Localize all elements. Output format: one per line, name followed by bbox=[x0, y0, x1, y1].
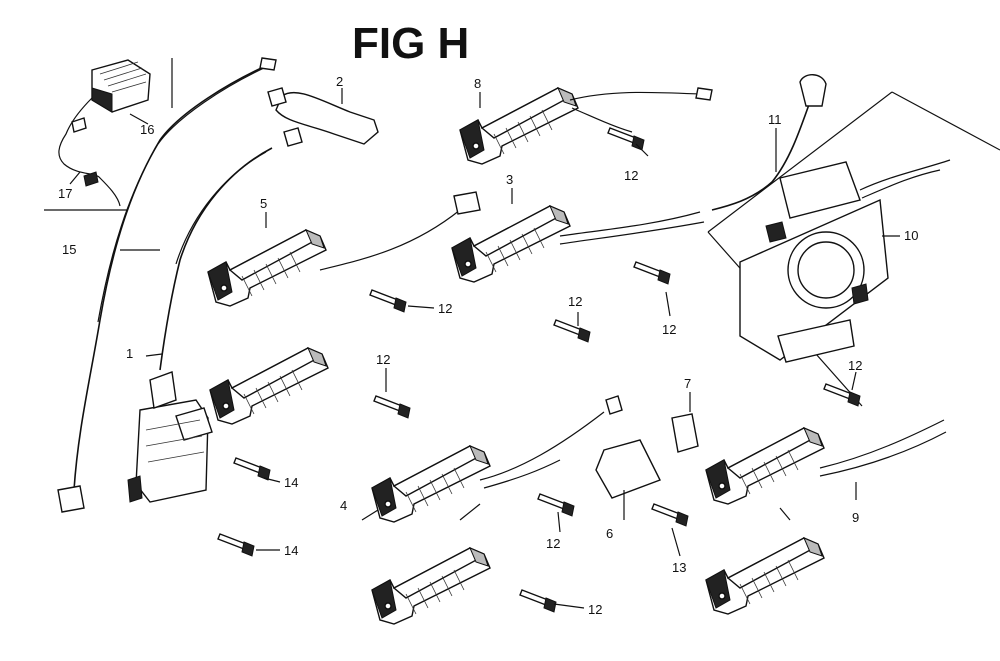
callout-12-b: 12 bbox=[438, 301, 452, 316]
bolt-12-b bbox=[369, 289, 407, 313]
callout-9: 9 bbox=[852, 510, 859, 525]
callout-2: 2 bbox=[336, 74, 343, 89]
callout-12-h: 12 bbox=[588, 602, 602, 617]
callout-12-e: 12 bbox=[376, 352, 390, 367]
callout-11: 11 bbox=[768, 112, 782, 127]
callout-3: 3 bbox=[506, 172, 513, 187]
lighting-coil-9-upper bbox=[705, 427, 825, 505]
callout-14-a: 14 bbox=[284, 475, 298, 490]
callout-15: 15 bbox=[62, 242, 76, 257]
charge-coil-5 bbox=[207, 229, 327, 307]
leader-lines bbox=[69, 88, 900, 609]
callout-1: 1 bbox=[126, 346, 133, 361]
group-box-16-17 bbox=[44, 58, 173, 211]
bolt-12-g bbox=[537, 493, 575, 517]
callout-16: 16 bbox=[140, 122, 154, 137]
bracket-6 bbox=[595, 439, 661, 499]
bolt-12-h bbox=[519, 589, 557, 613]
spark-plug-cap bbox=[267, 87, 379, 147]
bolt-12-c bbox=[633, 261, 671, 285]
figure-title: FIG H bbox=[352, 19, 469, 68]
callout-12-f: 12 bbox=[848, 358, 862, 373]
bolt-14-b bbox=[217, 533, 255, 557]
callout-5: 5 bbox=[260, 196, 267, 211]
exciter-coil-lower-middle bbox=[371, 547, 491, 625]
pulser-coil-8 bbox=[459, 87, 579, 165]
bolt-13 bbox=[651, 503, 689, 527]
callout-12-g: 12 bbox=[546, 536, 560, 551]
bolt-12-d bbox=[553, 319, 591, 343]
wire-15 bbox=[73, 63, 271, 491]
regulator-part bbox=[58, 59, 151, 207]
callout-7: 7 bbox=[684, 376, 691, 391]
callout-17: 17 bbox=[58, 186, 72, 201]
ignition-coil-1 bbox=[127, 147, 273, 503]
callout-4: 4 bbox=[340, 498, 347, 513]
callout-10: 10 bbox=[904, 228, 918, 243]
callout-12-c: 12 bbox=[662, 322, 676, 337]
bolt-12-e bbox=[373, 395, 411, 419]
callout-14-b: 14 bbox=[284, 543, 298, 558]
bolt-14-a bbox=[233, 457, 271, 481]
callout-6: 6 bbox=[606, 526, 613, 541]
stator-base-10 bbox=[707, 91, 1000, 407]
clamp-7 bbox=[671, 413, 699, 453]
cord-11 bbox=[711, 74, 827, 211]
callout-12-a: 12 bbox=[624, 168, 638, 183]
callout-12-d: 12 bbox=[568, 294, 582, 309]
callout-8: 8 bbox=[474, 76, 481, 91]
bolt-12-f bbox=[823, 383, 861, 407]
exciter-coil-lower-left bbox=[209, 347, 329, 425]
charge-coil-3 bbox=[451, 205, 571, 283]
callout-13: 13 bbox=[672, 560, 686, 575]
lighting-coil-9-lower bbox=[705, 537, 825, 615]
